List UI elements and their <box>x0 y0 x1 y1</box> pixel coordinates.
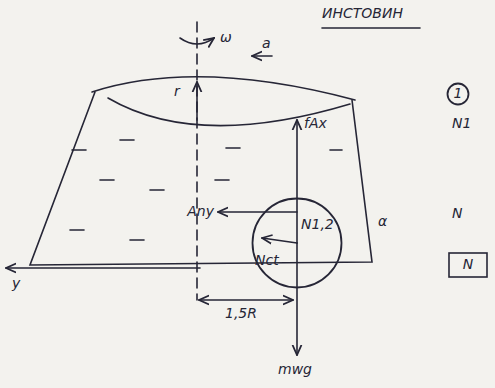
diagram-label: y <box>12 276 20 291</box>
diagram-label: mwg <box>278 362 312 377</box>
header-underline <box>322 27 420 29</box>
diagram-label: r <box>174 84 180 99</box>
diagram-label: N <box>452 206 462 221</box>
node-outline <box>251 197 343 289</box>
vessel-outline <box>30 92 372 265</box>
accel-arrow <box>252 55 272 57</box>
circle-outline <box>448 84 469 105</box>
diagram-label: ИНСТОВИН <box>322 6 403 21</box>
ball: N1,2Nct <box>251 197 343 289</box>
rotation-arc <box>180 38 214 44</box>
diagram-label: ω <box>220 30 232 45</box>
force-label: N1,2 <box>301 217 334 232</box>
box-outline <box>449 253 487 277</box>
diagram-label: α <box>378 214 387 229</box>
force-label: Nct <box>255 253 279 268</box>
boxed-symbol: N <box>448 252 488 278</box>
vessel-rim <box>92 77 355 100</box>
diagram-label: N1 <box>452 116 471 131</box>
circle-outline <box>253 199 342 288</box>
inertia-arrow <box>218 211 297 213</box>
force-label: 1 <box>454 86 463 101</box>
normal-arrow <box>262 238 297 243</box>
diagram-label: Any <box>187 204 214 219</box>
axis-arrow <box>196 82 198 120</box>
circled-number: 1 <box>446 82 470 106</box>
rotation-axis <box>196 22 198 300</box>
buoyancy-arrow <box>296 120 298 243</box>
force-label: N <box>463 257 473 272</box>
dimension-line <box>199 299 293 301</box>
diagram-label: fAx <box>304 116 327 131</box>
y-axis <box>6 267 200 269</box>
liquid-marks <box>70 140 342 240</box>
diagram-label: 1,5R <box>225 306 257 321</box>
gravity-arrow <box>296 243 298 355</box>
diagram-label: a <box>262 36 271 51</box>
